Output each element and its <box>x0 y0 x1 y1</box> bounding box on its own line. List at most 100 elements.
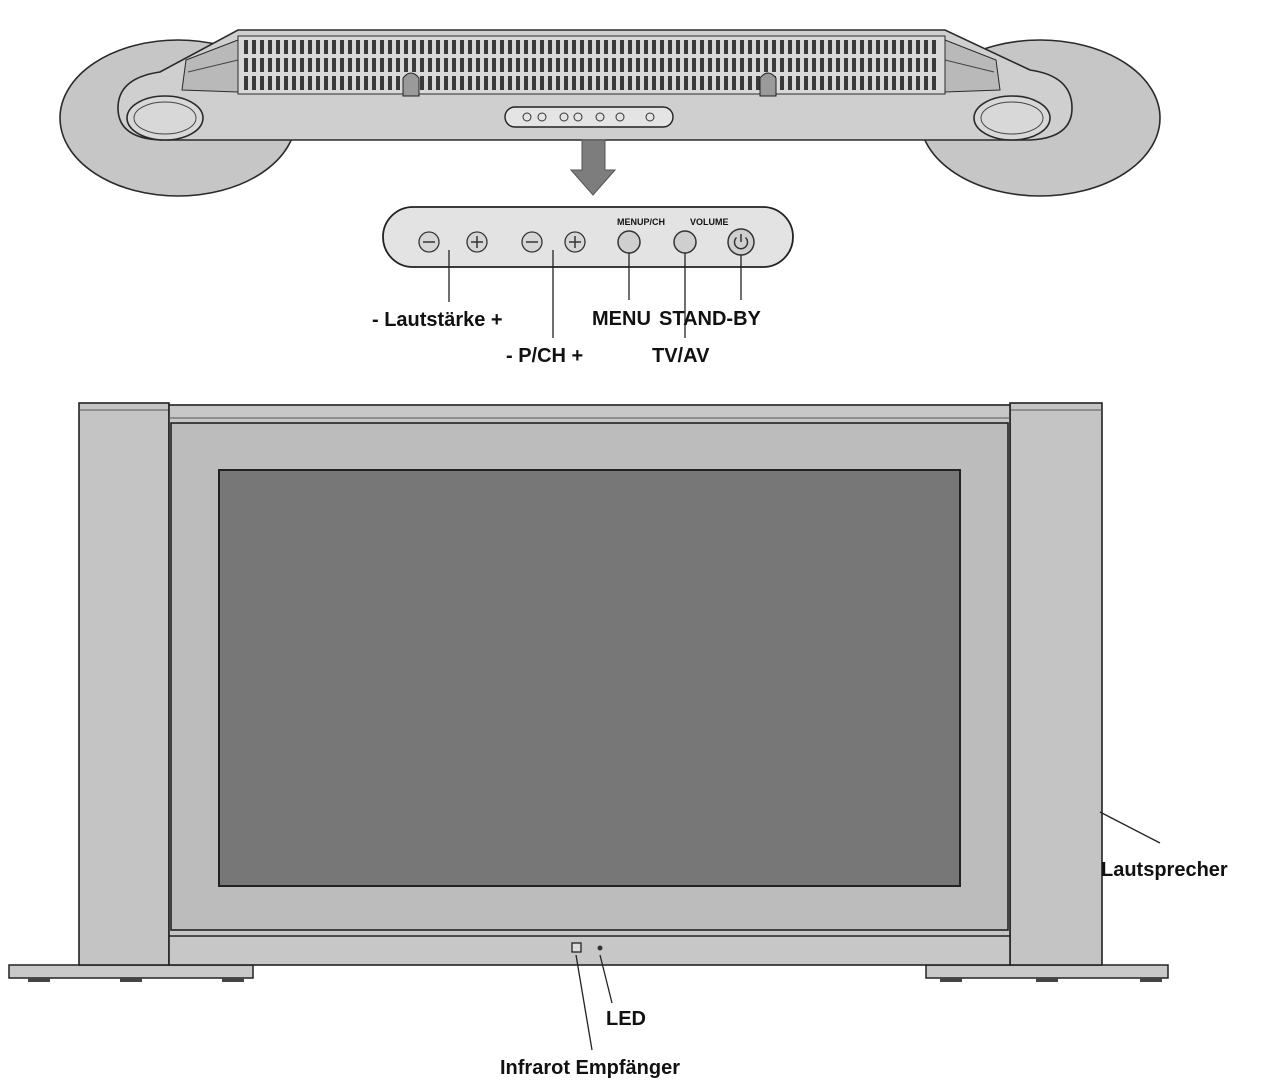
vent-slot <box>868 76 872 90</box>
vent-slot <box>380 58 384 72</box>
top-control-strip <box>504 106 674 128</box>
tv-screen <box>218 469 961 887</box>
vent-slot <box>244 40 248 54</box>
vent-slot <box>604 76 608 90</box>
volume-plus-button[interactable] <box>466 231 488 253</box>
vent-slot <box>612 76 616 90</box>
vent-slot <box>820 58 824 72</box>
vent-slot <box>428 76 432 90</box>
vent-slot <box>244 58 248 72</box>
tvav-button[interactable] <box>673 230 697 254</box>
vent-slot <box>788 58 792 72</box>
channel-plus-button[interactable] <box>564 231 586 253</box>
vent-slot <box>460 58 464 72</box>
vent-slot <box>620 58 624 72</box>
vent-slot <box>932 40 936 54</box>
top-handle-right <box>759 72 777 97</box>
vent-slot <box>660 58 664 72</box>
vent-slot <box>300 40 304 54</box>
vent-slot <box>428 58 432 72</box>
led-indicator <box>597 945 603 951</box>
vent-slot <box>516 58 520 72</box>
vent-slot <box>276 76 280 90</box>
vent-slot <box>884 76 888 90</box>
vent-slot <box>388 40 392 54</box>
vent-slot <box>684 58 688 72</box>
vent-slot <box>300 58 304 72</box>
vent-slot <box>620 40 624 54</box>
top-speaker-left-inner <box>133 101 197 135</box>
vent-slot <box>292 40 296 54</box>
vent-slot <box>324 58 328 72</box>
vent-slot <box>500 76 504 90</box>
vent-slot <box>804 40 808 54</box>
vent-slot <box>564 58 568 72</box>
vent-slot <box>612 58 616 72</box>
vent-slot <box>252 40 256 54</box>
menu-button[interactable] <box>617 230 641 254</box>
vent-slot <box>460 40 464 54</box>
vent-slot <box>268 76 272 90</box>
vent-slot <box>244 76 248 90</box>
vent-slot <box>548 58 552 72</box>
vent-slot <box>324 40 328 54</box>
vent-slot <box>468 76 472 90</box>
vent-slot <box>564 40 568 54</box>
vent-slot <box>748 58 752 72</box>
vent-slot <box>268 58 272 72</box>
vent-slot <box>532 76 536 90</box>
vent-slot <box>700 58 704 72</box>
vent-slot <box>284 40 288 54</box>
vent-slot <box>260 40 264 54</box>
standby-button[interactable] <box>727 228 755 256</box>
vent-slot <box>412 40 416 54</box>
vent-slot <box>284 58 288 72</box>
volume-minus-button[interactable] <box>418 231 440 253</box>
vent-slot <box>836 58 840 72</box>
vent-slot <box>740 40 744 54</box>
vent-slot <box>556 40 560 54</box>
vent-slot <box>492 58 496 72</box>
vent-slot <box>740 76 744 90</box>
speaker-left <box>78 402 170 966</box>
vent-slot <box>796 76 800 90</box>
vent-slot <box>916 58 920 72</box>
vent-slot <box>884 58 888 72</box>
vent-slot <box>508 40 512 54</box>
vent-slot <box>476 58 480 72</box>
vent-slot <box>820 40 824 54</box>
vent-slot <box>756 58 760 72</box>
vent-slot <box>636 40 640 54</box>
vent-slot <box>708 40 712 54</box>
top-speaker-right <box>973 95 1051 141</box>
vent-slot <box>716 58 720 72</box>
vent-slot <box>660 76 664 90</box>
vent-slot <box>764 40 768 54</box>
vent-slot <box>476 40 480 54</box>
infrared-label: Infrarot Empfänger <box>500 1057 680 1079</box>
vent-slot <box>932 58 936 72</box>
vent-slot <box>652 58 656 72</box>
channel-minus-button[interactable] <box>521 231 543 253</box>
vent-slot <box>444 40 448 54</box>
vent-slot <box>556 76 560 90</box>
vent-slot <box>604 58 608 72</box>
vent-slot <box>660 40 664 54</box>
control-panel: MENUP/CH VOLUME <box>372 206 794 367</box>
vent-slot <box>772 40 776 54</box>
led-label: LED <box>606 1008 646 1030</box>
vent-slot <box>908 40 912 54</box>
base-left <box>8 964 254 979</box>
vent-slot <box>756 76 760 90</box>
vent-slot <box>812 58 816 72</box>
vent-slot <box>804 76 808 90</box>
vent-slot <box>844 76 848 90</box>
vent-slot <box>836 40 840 54</box>
vent-slot <box>740 58 744 72</box>
vent-slot <box>876 40 880 54</box>
vent-slot <box>396 76 400 90</box>
vent-slot <box>780 76 784 90</box>
vent-slot <box>428 40 432 54</box>
vent-slot <box>708 58 712 72</box>
vent-slot <box>844 40 848 54</box>
